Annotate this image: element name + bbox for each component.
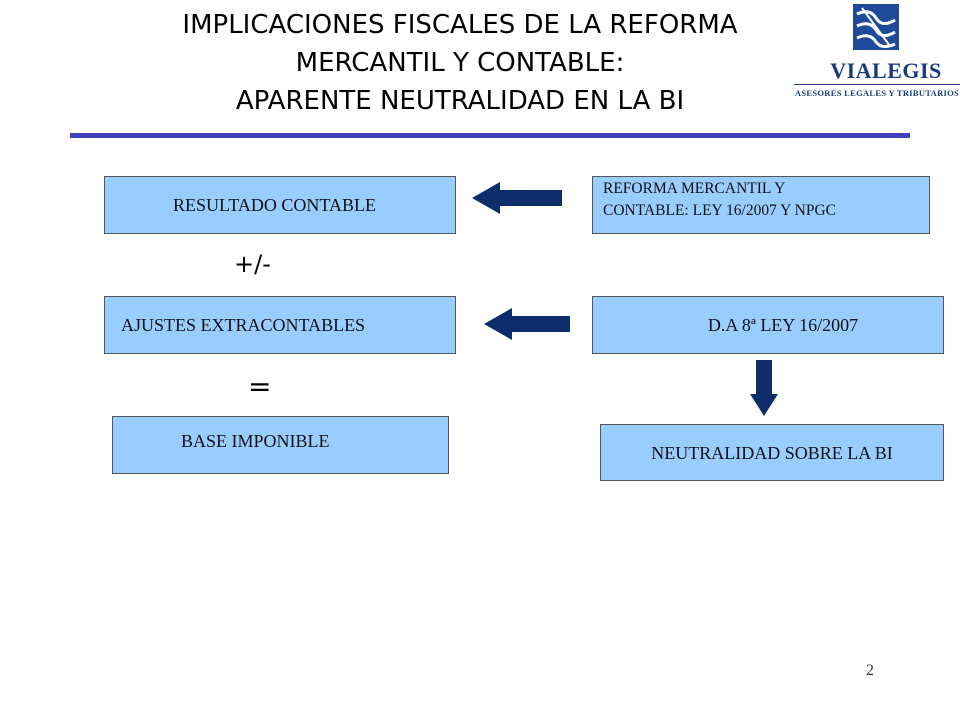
- box-neutralidad: NEUTRALIDAD SOBRE LA BI: [600, 424, 944, 481]
- box-disposicion-adicional: D.A 8ª LEY 16/2007: [592, 296, 944, 354]
- operator-plus-minus: +/-: [234, 250, 271, 278]
- box-neutralidad-label: NEUTRALIDAD SOBRE LA BI: [651, 443, 893, 463]
- box-base-imponible: BASE IMPONIBLE: [112, 416, 449, 474]
- title-line-1: IMPLICACIONES FISCALES DE LA REFORMA: [182, 10, 738, 40]
- page-number: 2: [866, 662, 874, 679]
- box-da-label: D.A 8ª LEY 16/2007: [707, 314, 859, 335]
- box-reforma-mercantil: REFORMA MERCANTIL Y CONTABLE: LEY 16/200…: [592, 176, 930, 234]
- box-base-label: BASE IMPONIBLE: [181, 431, 330, 451]
- box-resultado-label: RESULTADO CONTABLE: [173, 194, 376, 215]
- vialegis-logo-icon: [853, 4, 899, 50]
- title-line-3: APARENTE NEUTRALIDAD EN LA BI: [235, 86, 685, 116]
- logo-name: VIALEGIS: [830, 58, 942, 83]
- box-ajustes-label: AJUSTES EXTRACONTABLES: [121, 314, 366, 335]
- title-underline: [70, 133, 910, 138]
- operator-equals: =: [248, 370, 272, 403]
- logo-divider: [794, 84, 960, 85]
- box-reforma-line-2: CONTABLE: LEY 16/2007 Y NPGC: [603, 202, 836, 219]
- logo-tagline: ASESORES LEGALES Y TRIBUTARIOS: [794, 88, 960, 98]
- arrow-down-icon: [750, 360, 778, 416]
- arrow-left-2-icon: [484, 308, 570, 340]
- arrow-left-1-icon: [472, 182, 562, 214]
- slide-title: IMPLICACIONES FISCALES DE LA REFORMA MER…: [130, 6, 790, 120]
- box-reforma-line-1: REFORMA MERCANTIL Y: [603, 180, 786, 197]
- box-resultado-contable: RESULTADO CONTABLE: [104, 176, 456, 234]
- title-line-2: MERCANTIL Y CONTABLE:: [295, 48, 625, 78]
- box-ajustes-extracontables: AJUSTES EXTRACONTABLES: [104, 296, 456, 354]
